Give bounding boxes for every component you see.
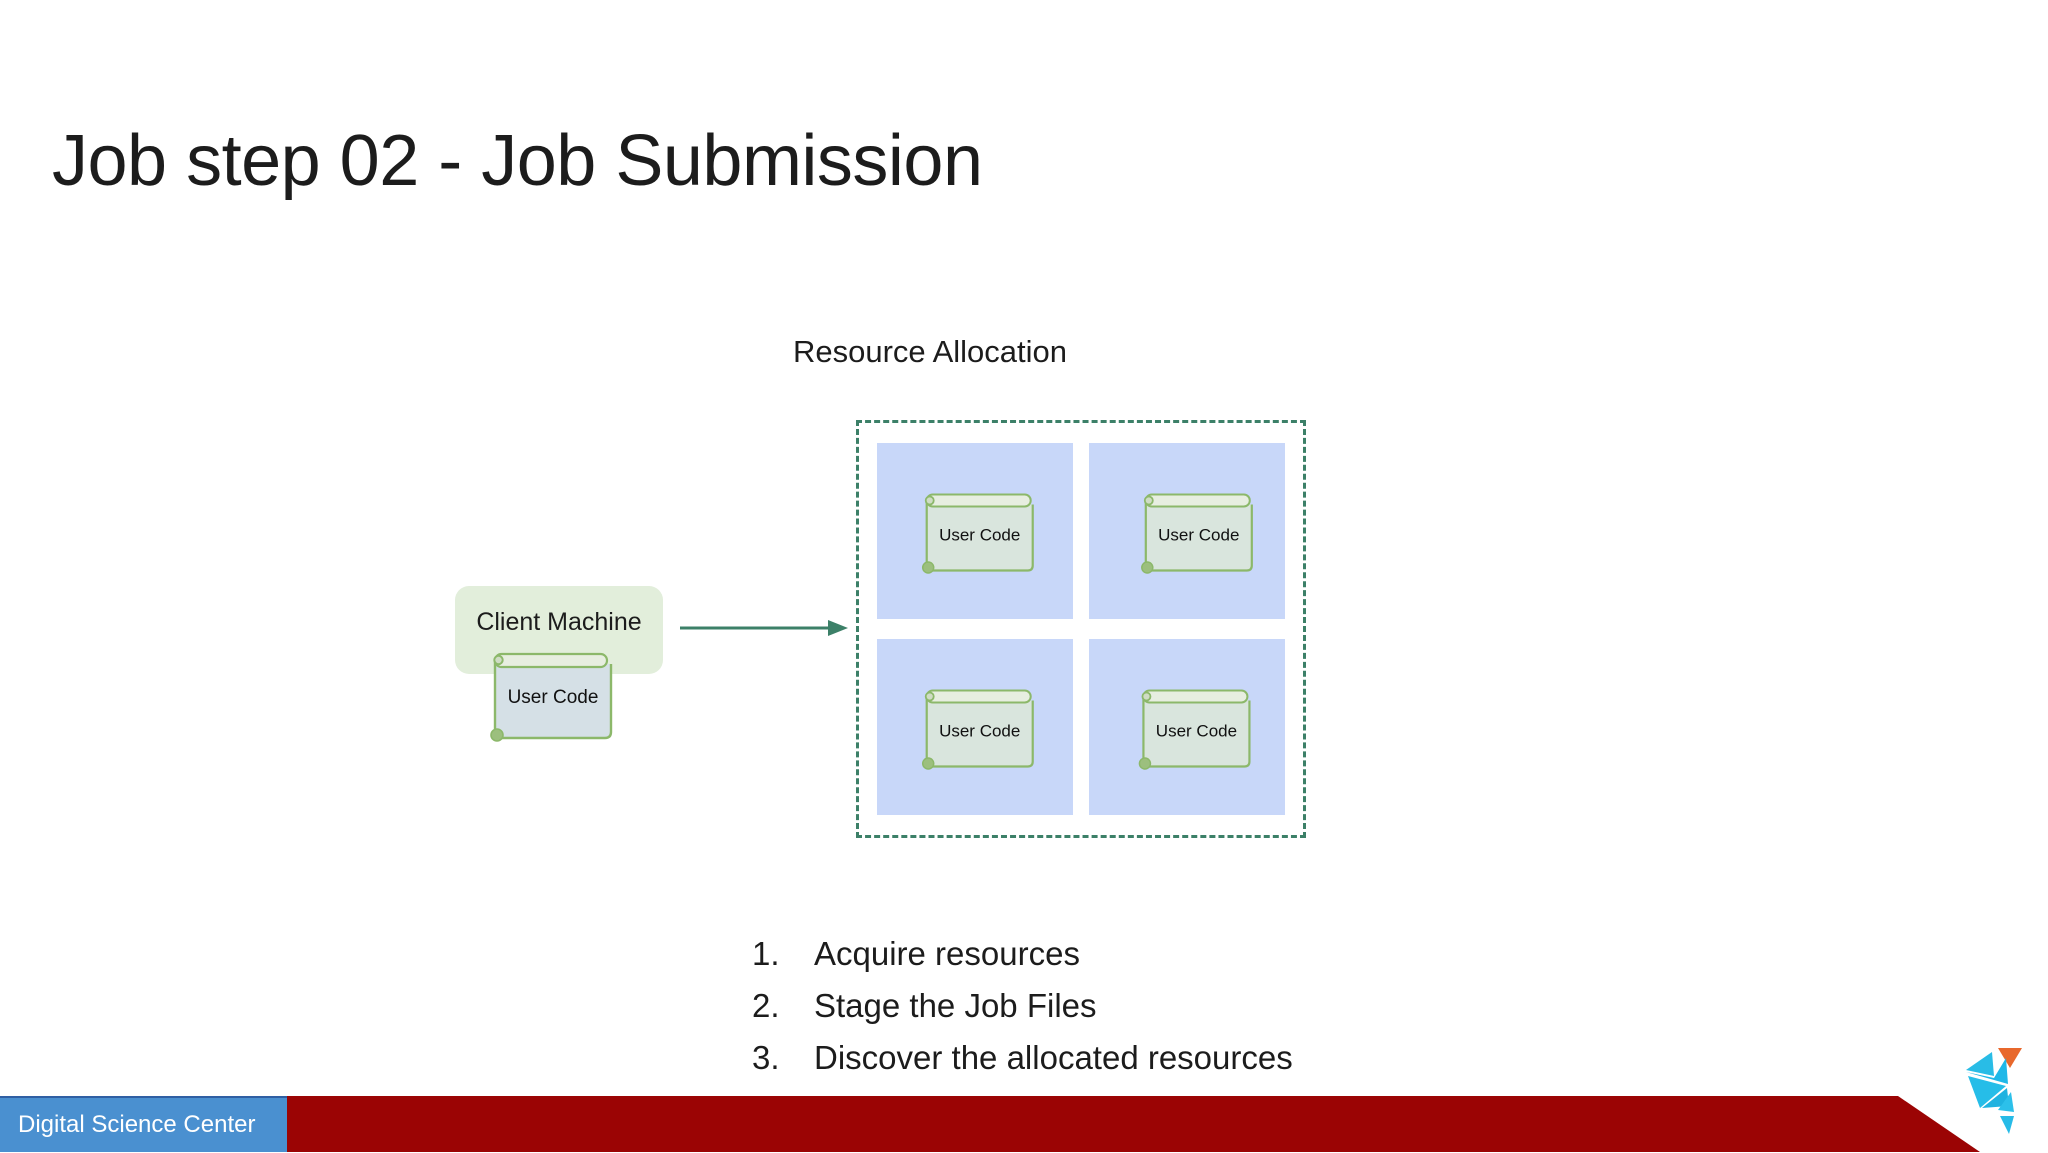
slide-footer: Digital Science Center — [0, 1048, 2048, 1152]
node-user-code-scroll: User Code — [1137, 686, 1255, 770]
list-item: 3. Discover the allocated resources — [752, 1032, 1652, 1084]
client-user-code-scroll: User Code — [489, 648, 617, 742]
node-user-code-scroll: User Code — [921, 490, 1039, 574]
page-title: Job step 02 - Job Submission — [52, 121, 983, 201]
step-text: Discover the allocated resources — [814, 1039, 1293, 1077]
node-user-code-scroll: User Code — [1140, 490, 1258, 574]
compute-node: User Code — [1089, 639, 1285, 815]
job-submission-diagram: Resource Allocation Client Machine User … — [455, 334, 1306, 838]
compute-node: User Code — [877, 443, 1073, 619]
footer-badge: Digital Science Center — [0, 1096, 287, 1152]
node-user-code-scroll: User Code — [921, 686, 1039, 770]
footer-badge-label: Digital Science Center — [18, 1111, 256, 1138]
digital-science-center-logo-icon — [1910, 1030, 2040, 1148]
list-item: 1. Acquire resources — [752, 928, 1652, 980]
step-number: 3. — [752, 1039, 780, 1077]
client-machine-label: Client Machine — [476, 608, 642, 636]
step-number: 2. — [752, 987, 780, 1025]
step-text: Acquire resources — [814, 935, 1080, 972]
steps-list: 1. Acquire resources 2. Stage the Job Fi… — [752, 928, 1652, 1084]
step-text: Stage the Job Files — [814, 987, 1097, 1025]
compute-node: User Code — [877, 639, 1073, 815]
resource-allocation-region: User Code User Code — [856, 420, 1306, 838]
submission-arrow — [680, 608, 850, 648]
step-number: 1. — [752, 935, 780, 972]
compute-node-grid: User Code User Code — [859, 423, 1303, 835]
client-machine-box: Client Machine — [455, 586, 663, 674]
resource-allocation-label: Resource Allocation — [793, 334, 1067, 369]
compute-node: User Code — [1089, 443, 1285, 619]
list-item: 2. Stage the Job Files — [752, 980, 1652, 1032]
footer-red-bar — [0, 1096, 1980, 1152]
